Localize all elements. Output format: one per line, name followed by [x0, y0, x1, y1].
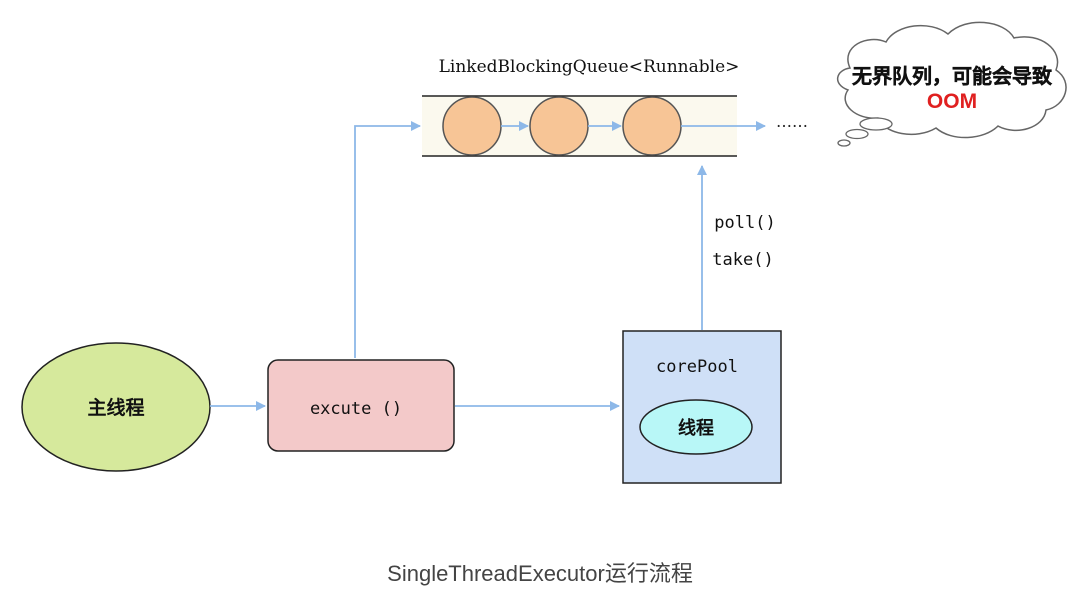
- task-circle-1: [442, 96, 502, 156]
- thought-cloud: [837, 21, 1067, 147]
- poll-label: poll(): [714, 213, 775, 233]
- queue-ellipsis: ……: [776, 112, 808, 131]
- execute-node: [267, 359, 455, 452]
- main-thread-label: 主线程: [87, 396, 144, 419]
- worker-thread-label: 线程: [678, 417, 714, 439]
- core-pool-label: corePool: [656, 357, 738, 377]
- oom-text: OOM: [927, 90, 977, 113]
- task-circle-3: [622, 96, 682, 156]
- diagram-caption: SingleThreadExecutor运行流程: [387, 561, 693, 586]
- worker-thread-node: [639, 399, 753, 455]
- arrow-execute-to-queue: [354, 121, 421, 358]
- cloud-warning-text: 无界队列，可能会导致: [852, 64, 1053, 88]
- task-circle-2: [529, 96, 589, 156]
- main-thread-node: [21, 342, 211, 472]
- take-label: take(): [712, 250, 773, 270]
- execute-label: excute (): [310, 399, 402, 419]
- queue-title: LinkedBlockingQueue<Runnable>: [439, 57, 740, 77]
